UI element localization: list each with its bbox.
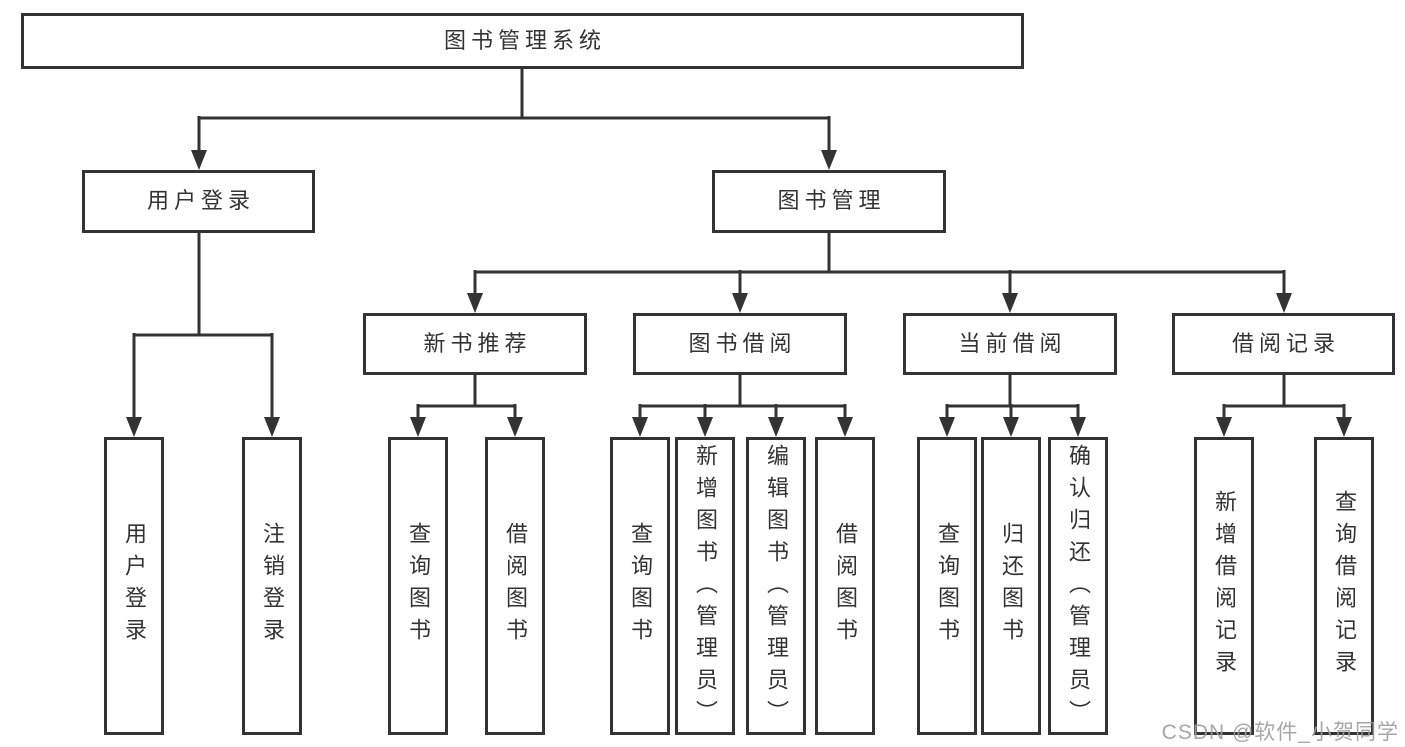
leaf-borrow-book: 借阅图书 <box>815 437 875 735</box>
leaf-add-book-admin: 新增图书（管理员） <box>675 437 735 735</box>
connector-bookmgmt-to-level2 <box>467 233 1292 313</box>
connector-bookborrow-group <box>632 375 853 437</box>
watermark: CSDN @软件_小贺同学 <box>1161 721 1399 744</box>
node-new-book-recommend: 新书推荐 <box>363 313 587 375</box>
leaf-return-book: 归还图书 <box>981 437 1041 735</box>
leaf-query-book-current: 查询图书 <box>917 437 977 735</box>
node-book-borrow: 图书借阅 <box>633 313 847 375</box>
leaf-user-login: 用户登录 <box>104 437 164 735</box>
node-user-login: 用户登录 <box>82 170 315 233</box>
leaf-confirm-return-admin: 确认归还（管理员） <box>1048 437 1108 735</box>
connector-currentborrow-group <box>939 375 1086 437</box>
node-current-borrow: 当前借阅 <box>903 313 1117 375</box>
node-borrow-records: 借阅记录 <box>1172 313 1395 375</box>
leaf-add-borrow-record: 新增借阅记录 <box>1194 437 1254 735</box>
leaf-borrow-book-recommend: 借阅图书 <box>485 437 545 735</box>
node-root-system: 图书管理系统 <box>21 13 1024 69</box>
leaf-query-book-recommend: 查询图书 <box>388 437 448 735</box>
connector-userlogin-group <box>126 233 280 437</box>
connector-root-to-level1 <box>191 69 837 170</box>
node-book-management: 图书管理 <box>712 170 946 233</box>
leaf-edit-book-admin: 编辑图书（管理员） <box>746 437 806 735</box>
leaf-logout-login: 注销登录 <box>242 437 302 735</box>
connector-borrowrecords-group <box>1216 375 1352 437</box>
leaf-query-borrow-record: 查询借阅记录 <box>1314 437 1374 735</box>
leaf-query-book-borrow: 查询图书 <box>610 437 670 735</box>
connector-recommend-group <box>410 375 523 437</box>
